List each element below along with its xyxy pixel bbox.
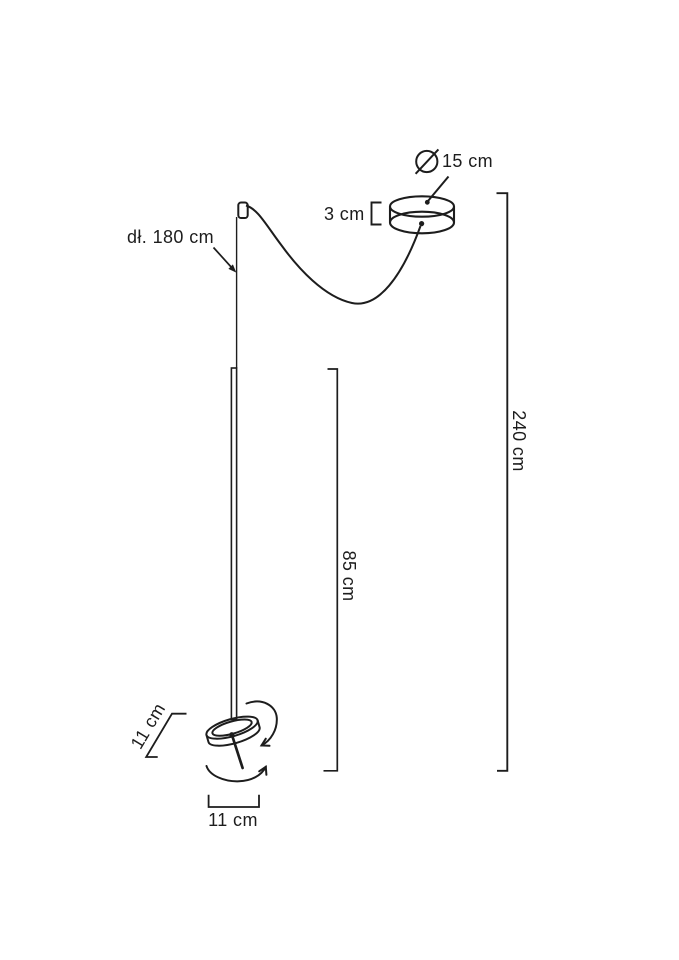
overall-height-dimension-line (496, 192, 509, 772)
cable-length-arrowhead (228, 264, 237, 273)
canopy-height-label: 3 cm (324, 204, 365, 224)
canopy-height-bracket (370, 201, 382, 226)
power-cable (245, 204, 422, 305)
rotation-arrow-horizontal-icon (205, 764, 268, 783)
rod-length-label: 85 cm (339, 550, 359, 602)
head-width-diagonal-dimension-line (144, 712, 187, 758)
diameter-leader-dot (424, 199, 430, 205)
head-width-bottom-dimension-line (207, 794, 260, 808)
lamp-head-ring (205, 715, 261, 747)
cable-length-leader-line (212, 246, 234, 270)
cable-attachment-dot (419, 221, 425, 227)
rod-length-dimension-line (323, 368, 339, 772)
diameter-leader-line (427, 175, 450, 202)
diameter-symbol-icon (414, 148, 440, 175)
ceiling-canopy (388, 195, 456, 235)
head-width-bottom-label: 11 cm (208, 810, 258, 830)
rotation-arrow-vertical-icon (245, 700, 278, 747)
canopy-diameter-label: 15 cm (442, 151, 494, 171)
lamp-head-pin (230, 733, 244, 770)
overall-height-label: 240 cm (509, 410, 529, 472)
cable-length-label: dł. 180 cm (127, 227, 215, 247)
ceiling-hook (237, 201, 249, 219)
pendant-rod (230, 367, 238, 721)
